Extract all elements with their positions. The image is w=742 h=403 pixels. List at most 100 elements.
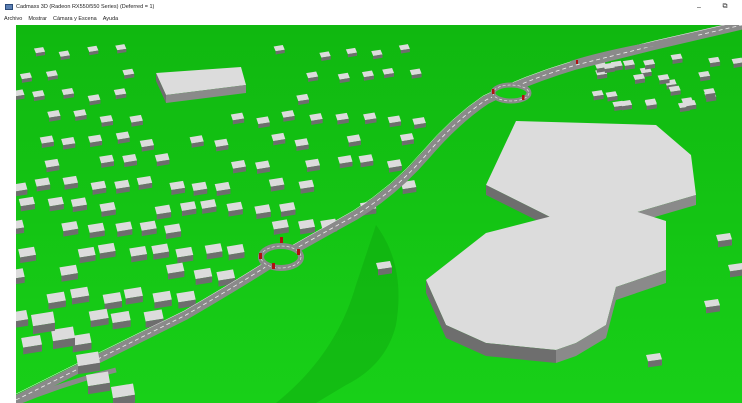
large-building-2 bbox=[426, 205, 666, 363]
menu-ayuda[interactable]: Ayuda bbox=[102, 16, 119, 22]
building bbox=[90, 180, 107, 195]
building bbox=[139, 138, 154, 152]
window-title: Cadmaxs 3D (Radeon RX550/550 Series) (De… bbox=[16, 4, 155, 10]
building bbox=[154, 153, 170, 167]
building bbox=[399, 133, 414, 146]
building bbox=[346, 134, 361, 147]
building bbox=[309, 113, 323, 125]
highway-edge-marking bbox=[16, 25, 726, 395]
building bbox=[33, 47, 46, 57]
building bbox=[176, 290, 196, 309]
roundabout-1-marking bbox=[260, 245, 302, 269]
building bbox=[337, 155, 353, 169]
building bbox=[59, 264, 78, 282]
terrain-shadow bbox=[276, 225, 399, 403]
building bbox=[306, 71, 319, 82]
building bbox=[255, 160, 271, 174]
app-icon bbox=[5, 4, 13, 10]
3d-scene-canvas[interactable] bbox=[16, 25, 742, 403]
building bbox=[363, 112, 377, 125]
building bbox=[16, 268, 25, 285]
building bbox=[684, 99, 697, 111]
building bbox=[122, 153, 138, 168]
building bbox=[16, 219, 25, 235]
building bbox=[16, 182, 28, 197]
building bbox=[398, 44, 410, 54]
title-bar: Cadmaxs 3D (Radeon RX550/550 Series) (De… bbox=[0, 0, 742, 14]
building bbox=[45, 70, 58, 81]
building bbox=[358, 154, 374, 168]
building bbox=[31, 311, 55, 335]
building bbox=[633, 73, 646, 84]
building bbox=[99, 115, 114, 127]
building bbox=[88, 134, 103, 148]
building bbox=[77, 246, 96, 264]
building bbox=[191, 181, 208, 196]
menu-archivo[interactable]: Archivo bbox=[4, 16, 23, 22]
restore-button[interactable]: ⧉ bbox=[722, 3, 728, 10]
building bbox=[73, 109, 87, 121]
building bbox=[376, 261, 392, 276]
building bbox=[46, 291, 66, 310]
building bbox=[216, 269, 236, 287]
building bbox=[154, 204, 172, 220]
building bbox=[298, 219, 316, 235]
building bbox=[602, 62, 615, 74]
building bbox=[345, 47, 358, 58]
building bbox=[591, 90, 604, 101]
building bbox=[230, 112, 245, 125]
building bbox=[294, 138, 309, 151]
building bbox=[271, 219, 289, 235]
menu-camara-escena[interactable]: Cámara y Escena bbox=[52, 16, 97, 22]
building bbox=[87, 222, 105, 239]
building bbox=[728, 263, 742, 278]
building bbox=[731, 57, 742, 68]
building bbox=[129, 245, 148, 263]
industrial-building-top bbox=[156, 67, 246, 103]
building bbox=[70, 197, 88, 213]
building bbox=[605, 91, 618, 102]
building bbox=[61, 221, 79, 237]
building bbox=[214, 181, 231, 197]
building bbox=[18, 246, 37, 264]
building bbox=[337, 72, 350, 84]
marker-red bbox=[522, 95, 525, 100]
3d-viewport[interactable] bbox=[16, 25, 742, 403]
building bbox=[39, 135, 54, 149]
window-controls: – ⧉ bbox=[686, 0, 738, 14]
marker-red bbox=[259, 253, 262, 259]
marker-red bbox=[576, 60, 578, 64]
building bbox=[110, 310, 131, 330]
building bbox=[670, 53, 683, 64]
building bbox=[361, 70, 374, 81]
building bbox=[226, 201, 243, 217]
building bbox=[204, 243, 223, 260]
building bbox=[386, 159, 402, 173]
building bbox=[61, 88, 75, 99]
building bbox=[19, 72, 32, 83]
building bbox=[657, 74, 670, 85]
building bbox=[115, 131, 130, 144]
building bbox=[164, 223, 182, 240]
building bbox=[165, 262, 185, 280]
building bbox=[62, 175, 79, 190]
building bbox=[193, 267, 213, 286]
building bbox=[32, 90, 45, 102]
building bbox=[180, 201, 197, 217]
building bbox=[115, 221, 133, 237]
building bbox=[268, 177, 285, 192]
building bbox=[70, 333, 92, 353]
building bbox=[99, 202, 116, 217]
building bbox=[114, 179, 130, 194]
building bbox=[169, 180, 186, 195]
building bbox=[296, 93, 310, 106]
building bbox=[371, 49, 383, 60]
building bbox=[111, 383, 135, 403]
building bbox=[175, 246, 194, 264]
minimize-button[interactable]: – bbox=[697, 3, 701, 11]
marker-red bbox=[297, 249, 300, 255]
menu-mostrar[interactable]: Mostrar bbox=[28, 16, 47, 22]
building bbox=[122, 68, 135, 79]
building bbox=[698, 71, 711, 82]
